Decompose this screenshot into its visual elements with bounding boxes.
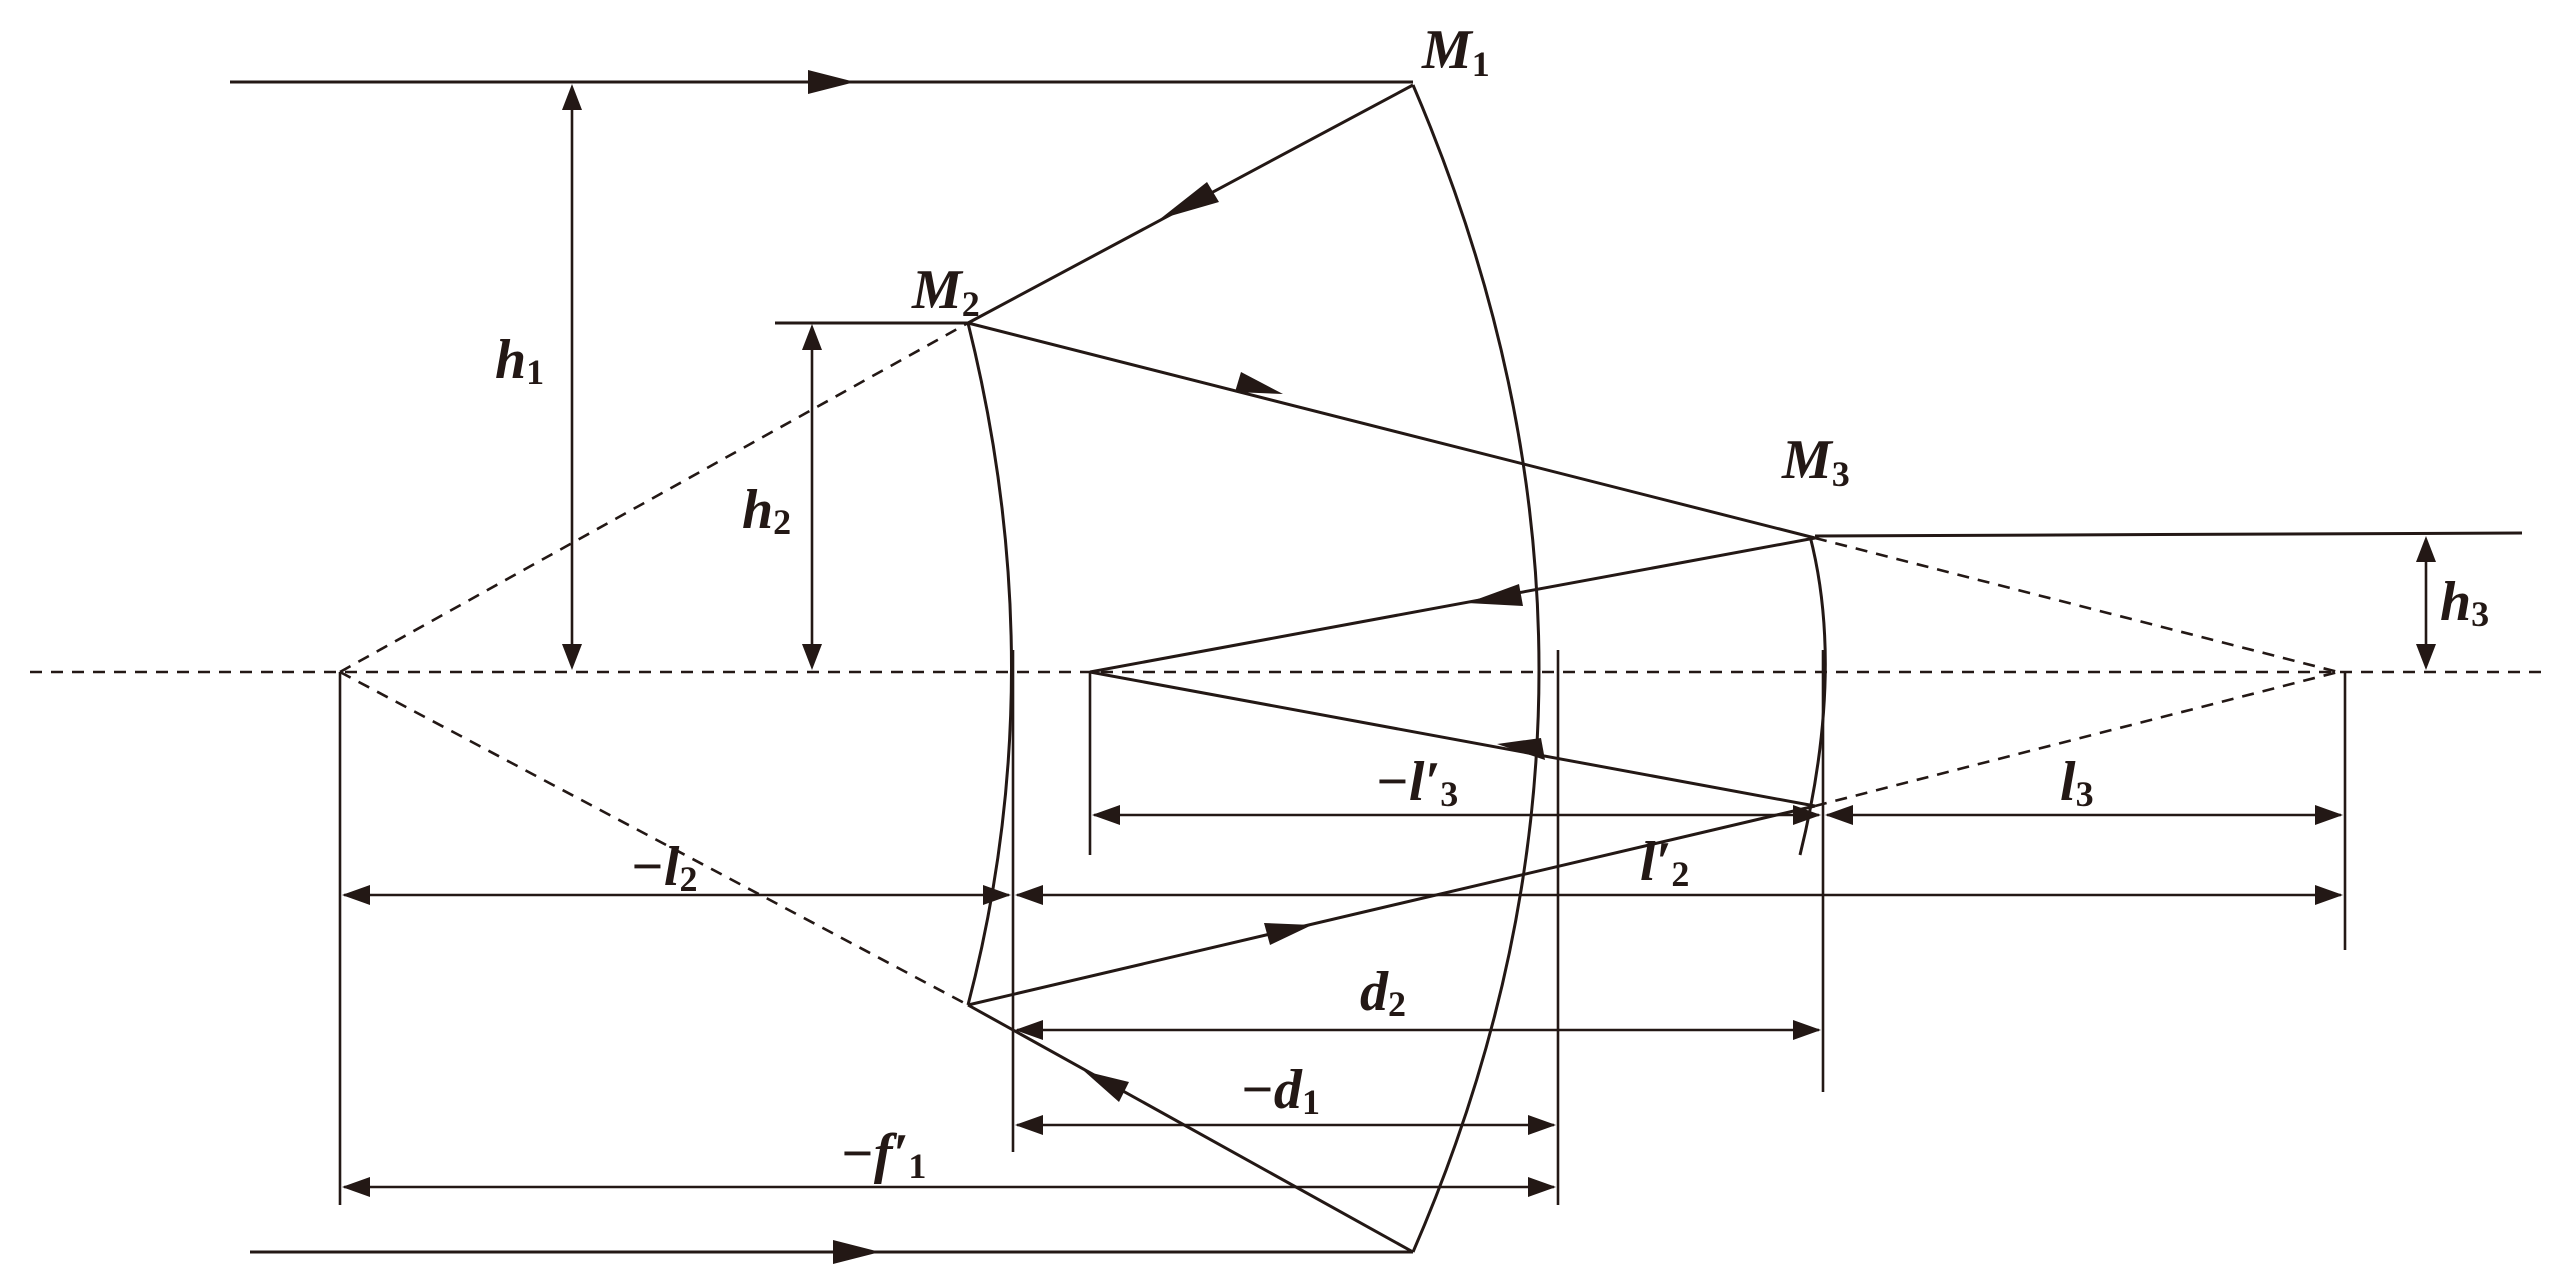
dim-d2	[1015, 1020, 1821, 1040]
mirror-m1	[1411, 84, 1541, 1253]
ray-arrow-m3-m2	[1264, 923, 1312, 945]
m3-height-marker	[1814, 531, 2523, 538]
label-m3: M3	[1781, 429, 1850, 494]
ray-m3-to-focus-top	[1089, 536, 1816, 674]
label-m1: M1	[1421, 19, 1490, 84]
virtual-ray-upper	[339, 321, 969, 674]
ray-m2-to-m1-lower	[967, 1003, 1414, 1254]
ray-m2-to-m3-top	[967, 321, 1816, 540]
dim-l3	[1825, 805, 2343, 825]
dim-h1	[562, 84, 582, 670]
dim-h2	[802, 324, 822, 670]
ray-arrow-top	[808, 70, 855, 94]
label-h2: h2	[742, 479, 791, 542]
virtual-ray-m3-lower	[1814, 670, 2339, 808]
dim-d1	[1015, 1115, 1556, 1135]
ray-arrow-m2-m1	[1084, 1071, 1129, 1102]
virtual-ray-m3-upper	[1814, 536, 2339, 674]
ray-arrow-m2-m3	[1235, 372, 1283, 394]
dim-l3-prime	[1092, 805, 1821, 825]
label-m2: M2	[911, 259, 980, 324]
label-f1-prime: −f′1	[840, 1123, 926, 1186]
label-l3-prime: −l′3	[1375, 751, 1458, 814]
dim-f1-prime	[342, 1177, 1556, 1197]
ray-m3-to-m2-lower	[967, 804, 1816, 1007]
ray-focus-to-m3-lower	[1089, 670, 1816, 808]
label-l3: l3	[2060, 751, 2094, 814]
label-h3: h3	[2440, 571, 2489, 634]
ray-arrow-focus-m3	[1497, 738, 1545, 760]
label-l2: −l2	[630, 836, 698, 899]
dim-h3	[2416, 536, 2436, 670]
ray-arrow-m3-focus	[1467, 584, 1523, 606]
label-l2-prime: l′2	[1640, 831, 1689, 894]
ray-arrow-bottom	[833, 1240, 880, 1264]
virtual-ray-lower	[339, 670, 969, 1007]
dim-l2-prime	[1015, 885, 2343, 905]
label-d1: −d1	[1240, 1059, 1320, 1122]
mirror-m2	[966, 322, 1013, 1006]
dim-l2	[342, 885, 1011, 905]
ray-arrow-m1-m2	[1160, 182, 1219, 219]
label-h1: h1	[495, 329, 544, 392]
label-d2: d2	[1360, 961, 1406, 1024]
